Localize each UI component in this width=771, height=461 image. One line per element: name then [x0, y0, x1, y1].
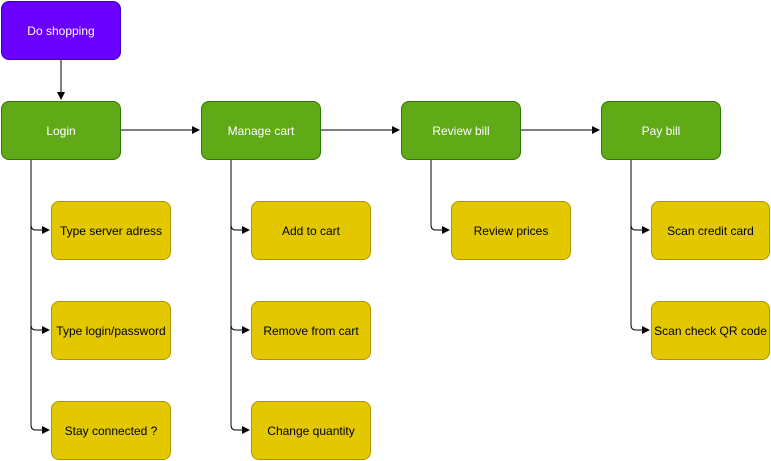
- task-node-label: Stay connected ?: [64, 423, 158, 438]
- task-node-label: Change quantity: [267, 423, 355, 438]
- edge-pay-bill-to-task-1: [630, 160, 650, 334]
- task-node-change-quantity[interactable]: Change quantity: [251, 401, 371, 460]
- step-node-pay-bill[interactable]: Pay bill: [601, 101, 721, 160]
- task-node-scan-credit-card[interactable]: Scan credit card: [651, 201, 770, 260]
- task-node-review-prices[interactable]: Review prices: [451, 201, 571, 260]
- edge-manage-cart-to-task-1: [230, 160, 250, 334]
- edge-pay-bill-to-task-0: [630, 160, 650, 234]
- task-node-label: Review prices: [473, 223, 549, 238]
- task-node-label: Add to cart: [281, 223, 341, 238]
- step-node-label: Login: [46, 123, 76, 138]
- task-node-label: Type server adress: [59, 223, 163, 238]
- task-node-label: Remove from cart: [263, 323, 359, 338]
- edge-login-to-task-2: [30, 160, 50, 434]
- task-node-scan-check-qr-code[interactable]: Scan check QR code: [651, 301, 770, 360]
- task-node-stay-connected[interactable]: Stay connected ?: [51, 401, 171, 460]
- task-node-label: Scan check QR code: [654, 323, 767, 338]
- root-node-do-shopping[interactable]: Do shopping: [1, 1, 121, 60]
- task-node-label: Type login/password: [56, 323, 166, 338]
- edge-login-to-task-1: [30, 160, 50, 334]
- task-node-remove-from-cart[interactable]: Remove from cart: [251, 301, 371, 360]
- task-node-type-server-address[interactable]: Type server adress: [51, 201, 171, 260]
- edge-manage-cart-to-task-2: [230, 160, 250, 434]
- step-node-manage-cart[interactable]: Manage cart: [201, 101, 321, 160]
- root-node-label: Do shopping: [27, 23, 95, 38]
- step-node-label: Pay bill: [641, 123, 681, 138]
- step-node-review-bill[interactable]: Review bill: [401, 101, 521, 160]
- edge-review-bill-to-task-0: [430, 160, 450, 234]
- task-node-label: Scan credit card: [667, 223, 754, 238]
- step-node-login[interactable]: Login: [1, 101, 121, 160]
- task-node-type-login-password[interactable]: Type login/password: [51, 301, 171, 360]
- step-node-label: Manage cart: [227, 123, 295, 138]
- task-node-add-to-cart[interactable]: Add to cart: [251, 201, 371, 260]
- edge-manage-cart-to-task-0: [230, 160, 250, 234]
- edge-login-to-task-0: [30, 160, 50, 234]
- step-node-label: Review bill: [432, 123, 490, 138]
